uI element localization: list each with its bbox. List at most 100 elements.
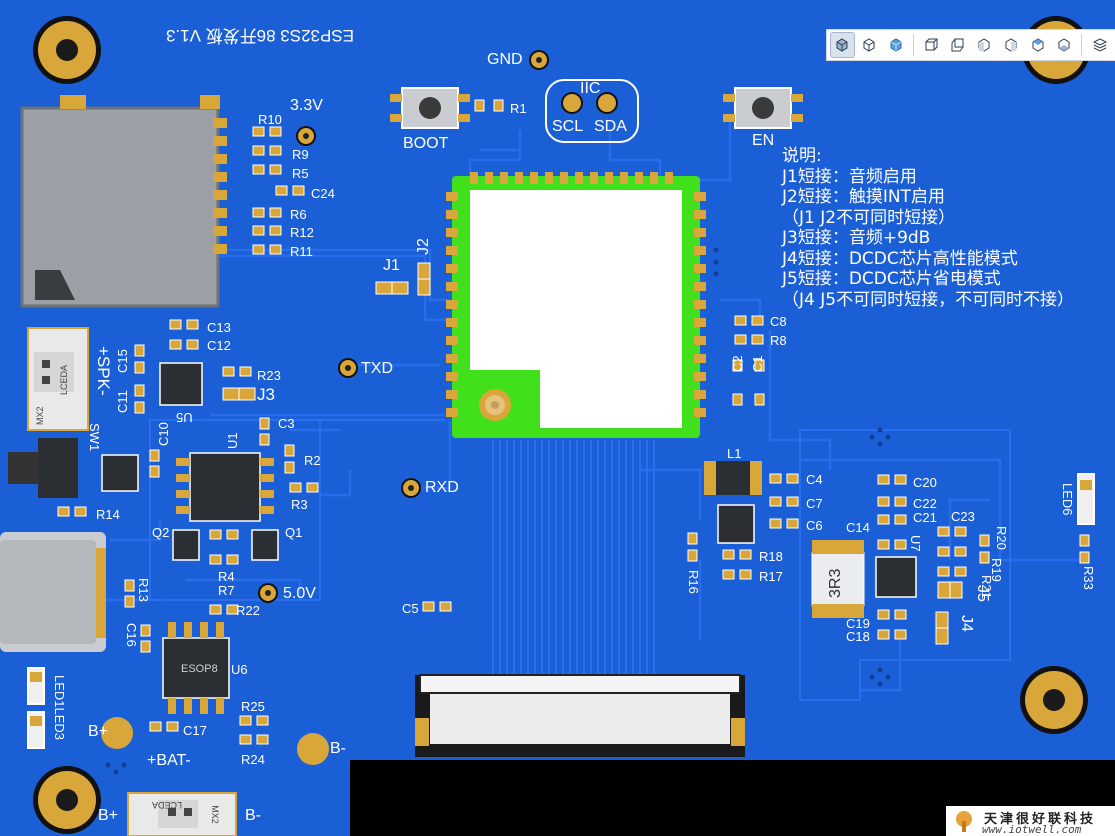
label-spk: +SPK- <box>94 346 113 396</box>
ref-c3: C3 <box>278 416 295 431</box>
label-scl: SCL <box>552 118 584 135</box>
ref-c23: C23 <box>951 509 975 524</box>
label-bat: +BAT- <box>147 752 191 769</box>
label-rxd: RXD <box>425 479 459 496</box>
cube-blue-icon[interactable] <box>884 33 907 57</box>
esp32s3-module <box>446 172 706 438</box>
spk-connector-mx2: MX2 <box>35 406 45 425</box>
iic-outline <box>545 79 639 143</box>
label-j4: J4 <box>958 615 975 632</box>
ref-c22: C22 <box>913 496 937 511</box>
label-3v3: 3.3V <box>290 97 323 114</box>
view-right-icon[interactable] <box>1000 33 1023 57</box>
label-j1: J1 <box>383 257 400 274</box>
label-j2: J2 <box>415 238 432 255</box>
label-q1: Q1 <box>285 525 303 540</box>
led6 <box>1077 473 1095 525</box>
chip-u5 <box>159 362 203 406</box>
test-point-gnd <box>529 50 549 70</box>
ref-c21: C21 <box>913 510 937 525</box>
label-b-plus-bottom: B+ <box>98 807 119 824</box>
test-point-5v <box>258 583 278 603</box>
label-gnd: GND <box>487 51 523 68</box>
cube-solid-icon[interactable] <box>830 32 855 58</box>
ref-r8: R8 <box>770 333 787 348</box>
label-u7: U7 <box>908 535 923 552</box>
ref-r14: R14 <box>96 507 120 522</box>
notes-line: J3短接：音频+9dB <box>782 228 931 248</box>
chip-u1 <box>189 452 261 522</box>
ref-r11: R11 <box>290 244 313 259</box>
sw1-slide-switch <box>38 438 78 498</box>
ref-c6: C6 <box>806 518 823 533</box>
label-q2: Q2 <box>152 525 170 540</box>
ref-r3: R3 <box>291 497 308 512</box>
ref-r21: R21 <box>979 575 994 599</box>
view-toolbar <box>826 29 1115 61</box>
ref-r5: R5 <box>292 166 309 181</box>
ref-c7: C7 <box>806 496 823 511</box>
ref-r20: R20 <box>994 526 1009 550</box>
ref-c13: C13 <box>207 320 231 335</box>
view-left-icon[interactable] <box>973 33 996 57</box>
ref-c1: C1 <box>750 355 765 372</box>
ref-r16: R16 <box>686 570 701 594</box>
boot-button <box>390 87 470 129</box>
view-top-icon[interactable] <box>1026 33 1049 57</box>
watermark-logo-icon <box>956 811 972 832</box>
label-sw1: SW1 <box>87 423 102 452</box>
test-point-rxd <box>401 478 421 498</box>
ref-r4: R4 <box>218 569 235 584</box>
ref-r22: R22 <box>236 603 260 618</box>
ref-r18: R18 <box>759 549 783 564</box>
notes-line: J2短接：触摸INT启用 <box>782 187 945 207</box>
ref-r10: R10 <box>258 112 282 127</box>
led3 <box>27 711 45 749</box>
ref-r24: R24 <box>241 752 265 767</box>
label-l1: L1 <box>727 446 742 461</box>
toolbar-separator <box>912 34 914 56</box>
notes-line: J5短接：DCDC芯片省电模式 <box>782 269 1001 289</box>
label-b-plus-top: B+ <box>88 723 109 740</box>
inductor-3r3 <box>811 540 865 618</box>
notes-line: J4短接：DCDC芯片高性能模式 <box>782 248 1018 269</box>
jumper-pads <box>222 262 963 645</box>
view-bottom-icon[interactable] <box>1053 33 1076 57</box>
view-front-icon[interactable] <box>920 33 943 57</box>
usb-c-connector <box>0 532 106 652</box>
label-en: EN <box>752 132 775 149</box>
ref-c2: C2 <box>730 355 745 372</box>
passive-pads <box>57 99 1090 745</box>
mounting-hole-tl <box>33 16 101 84</box>
label-b-minus-bottom: B- <box>245 807 261 824</box>
layers-icon[interactable] <box>1088 33 1111 57</box>
view-back-icon[interactable] <box>946 33 969 57</box>
chip-u7 <box>875 556 917 598</box>
label-u6: U6 <box>231 662 248 677</box>
ref-c16: C16 <box>124 623 139 647</box>
ref-c15: C15 <box>115 349 130 373</box>
ref-r7: R7 <box>218 583 235 598</box>
mounting-hole-bl <box>33 766 101 834</box>
ref-c14: C14 <box>846 520 870 535</box>
label-led6: LED6 <box>1060 483 1075 516</box>
label-txd: TXD <box>361 360 393 377</box>
chip-q2 <box>172 529 200 561</box>
ref-r6: R6 <box>290 207 307 222</box>
notes-line: （J4 J5不可同时短接，不可同时不接） <box>782 289 1075 310</box>
label-b-minus-right: B- <box>330 740 346 757</box>
spk-connector-marking: LCEDA <box>59 364 69 395</box>
watermark: 天津很好联科技 www.iotwell.com <box>946 806 1115 836</box>
led1 <box>27 667 45 705</box>
jumper-notes: 说明: J1短接：音频启用 J2短接：触摸INT启用 （J1 J2不可同时短接）… <box>782 146 1074 310</box>
label-boot: BOOT <box>403 135 449 152</box>
ref-r13: R13 <box>136 578 151 602</box>
sw1-lever <box>8 452 38 484</box>
cube-outline-icon[interactable] <box>858 33 881 57</box>
bat-connector-mx2: MX2 <box>209 805 220 824</box>
spk-connector <box>27 327 89 431</box>
notes-heading: 说明: <box>782 146 822 166</box>
ref-c20: C20 <box>913 475 937 490</box>
label-j3: J3 <box>257 385 275 404</box>
ref-c8: C8 <box>770 314 787 329</box>
